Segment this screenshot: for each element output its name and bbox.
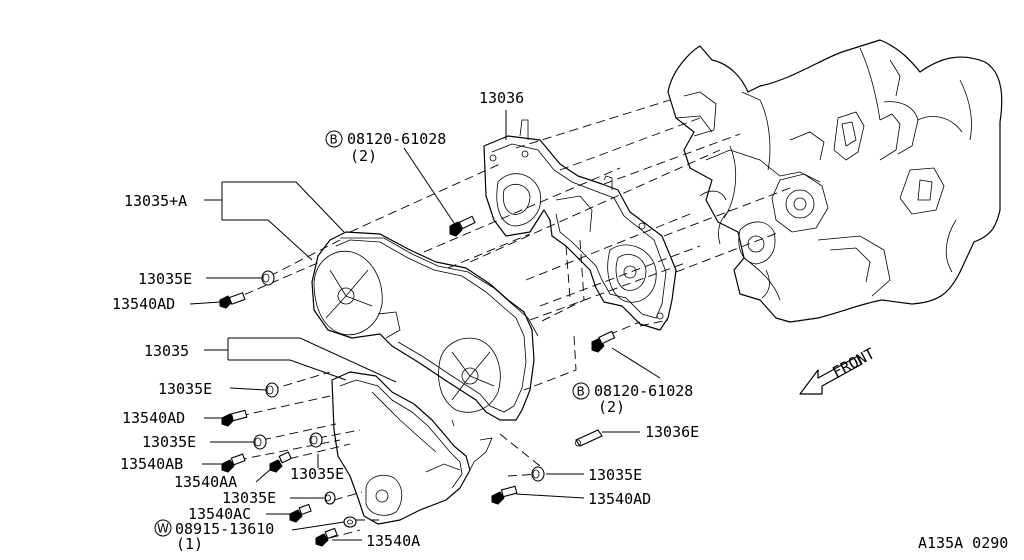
label-08915-qty: (1) [176, 535, 203, 553]
label-13540aa: 13540AA [174, 473, 237, 491]
washer-marker-letter: W [157, 522, 169, 536]
bolt-icon [491, 485, 518, 505]
washer-icon [343, 516, 357, 528]
rear-timing-cover [483, 119, 677, 331]
label-08120-top-qty: (2) [350, 147, 377, 165]
grommet-icon [261, 270, 275, 286]
label-13035-plus-a: 13035+A [124, 192, 187, 210]
alignment-lines [231, 99, 791, 539]
bolt-spec-marker-mid: B [572, 382, 590, 400]
label-13035e-6: 13035E [588, 466, 642, 484]
engine-block [667, 39, 1003, 323]
part-labels: 13036 08120-61028 (2) 13035+A 13035E 135… [112, 89, 1008, 553]
grommet-icon [309, 432, 323, 448]
bolt-icon [449, 215, 476, 237]
diagram-code: A135A 0290 [918, 534, 1008, 552]
label-08915: 08915-13610 [175, 520, 274, 538]
bolt-icon [221, 409, 248, 427]
bolt-icon [219, 292, 246, 309]
bolt-icon [315, 527, 338, 547]
front-arrow-icon [799, 355, 863, 395]
label-13036e: 13036E [645, 423, 699, 441]
bolt-icon [221, 453, 246, 473]
lower-timing-cover [331, 371, 493, 525]
label-08120-mid: 08120-61028 [594, 382, 693, 400]
bolt-icon [591, 330, 616, 353]
label-08120-mid-qty: (2) [598, 398, 625, 416]
label-13035: 13035 [144, 342, 189, 360]
label-08120-top: 08120-61028 [347, 130, 446, 148]
leader-lines [189, 110, 661, 541]
label-13540a: 13540A [366, 532, 420, 550]
bolt-marker-letter: B [577, 385, 585, 399]
grommet-icon [265, 382, 279, 398]
fasteners [219, 215, 616, 547]
dowel-pin-icon [575, 429, 603, 447]
label-13035e-4: 13035E [290, 465, 344, 483]
bolt-marker-letter: B [330, 133, 338, 147]
label-13540ad-2: 13540AD [122, 409, 185, 427]
front-timing-cover [311, 231, 539, 421]
washer-spec-marker: W [154, 519, 172, 537]
bolt-spec-marker-top: B [325, 130, 343, 148]
bolt-icon [289, 503, 312, 523]
grommet-icon [531, 466, 545, 482]
bolt-icon [269, 451, 292, 473]
label-13035e-5: 13035E [222, 489, 276, 507]
label-13035e-1: 13035E [138, 270, 192, 288]
grommet-icon [253, 434, 267, 450]
label-13540ab: 13540AB [120, 455, 183, 473]
label-13540ac: 13540AC [188, 505, 251, 523]
label-13035e-3: 13035E [142, 433, 196, 451]
label-13035e-2: 13035E [158, 380, 212, 398]
front-direction-label: FRONT [829, 344, 877, 381]
grommet-icon [324, 491, 336, 505]
label-13036: 13036 [479, 89, 524, 107]
label-13540ad-3: 13540AD [588, 490, 651, 508]
label-13540ad-1: 13540AD [112, 295, 175, 313]
